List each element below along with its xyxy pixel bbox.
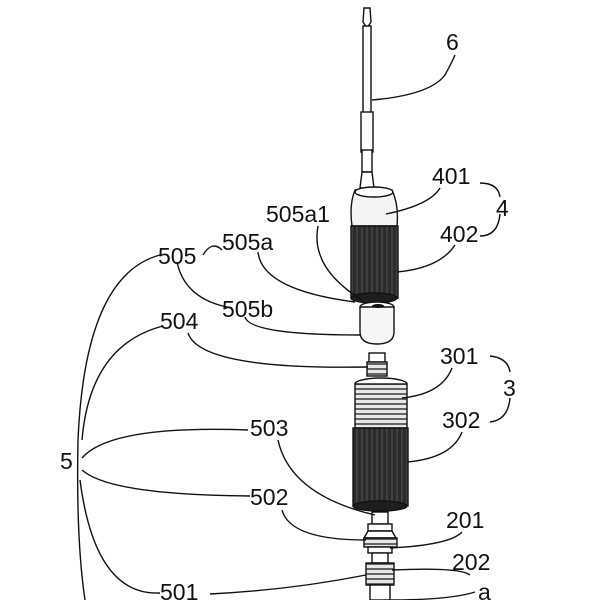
probe-shaft-part-6 [359, 7, 375, 189]
label-501: 501 [160, 579, 198, 600]
callout-labels: 6 401 4 402 505a1 505 505a 505b 504 301 … [60, 29, 516, 600]
label-505a1: 505a1 [266, 201, 330, 227]
label-3: 3 [503, 375, 516, 401]
label-505a: 505a [222, 229, 273, 255]
label-301: 301 [440, 343, 478, 369]
lower-stack-parts [362, 511, 398, 600]
middle-body-part-3 [352, 377, 409, 512]
upper-body-part-4 [350, 186, 399, 304]
label-401: 401 [432, 163, 470, 189]
label-5: 5 [60, 448, 73, 474]
label-402: 402 [440, 221, 478, 247]
sleeve-part-505b [359, 301, 395, 345]
label-502: 502 [250, 484, 288, 510]
leader-lines [76, 54, 511, 600]
label-504: 504 [160, 308, 199, 334]
label-503: 503 [250, 415, 288, 441]
label-202: 202 [452, 549, 490, 575]
label-a: a [478, 579, 491, 600]
spring-seat-part-504 [366, 352, 388, 377]
label-6: 6 [446, 29, 459, 55]
label-505: 505 [158, 243, 196, 269]
label-201: 201 [446, 507, 484, 533]
label-302: 302 [442, 407, 480, 433]
label-505b: 505b [222, 296, 273, 322]
label-4: 4 [496, 195, 509, 221]
